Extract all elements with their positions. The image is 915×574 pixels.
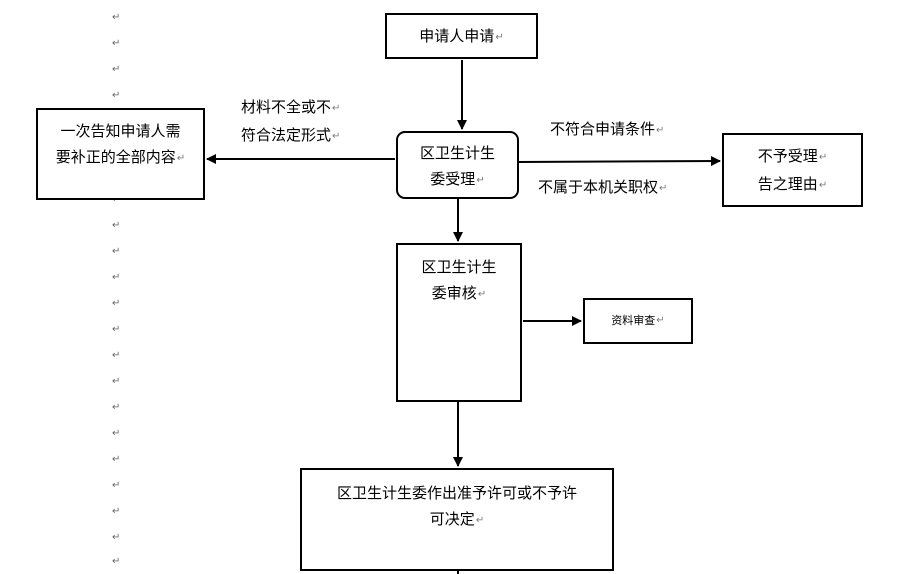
label-not-qualified: 不符合申请条件↵ bbox=[550, 116, 664, 144]
label-incomplete-line2: 符合法定形式 bbox=[241, 126, 332, 144]
node-docs: 资料审查↵ bbox=[583, 298, 693, 344]
node-review-line1: 区卫生计生 bbox=[421, 258, 497, 276]
node-accept-line1: 区卫生计生 bbox=[419, 144, 495, 162]
return-mark: ↵ bbox=[112, 12, 121, 23]
node-apply-text: 申请人申请 bbox=[419, 27, 495, 45]
return-mark: ↵ bbox=[112, 272, 121, 283]
return-mark: ↵ bbox=[112, 38, 121, 49]
node-review: 区卫生计生 委审核↵ bbox=[396, 243, 522, 402]
return-mark: ↵ bbox=[477, 289, 487, 300]
label-not-jurisdiction: 不属于本机关职权↵ bbox=[538, 174, 667, 202]
return-mark: ↵ bbox=[176, 153, 186, 164]
return-mark: ↵ bbox=[112, 350, 121, 361]
return-mark: ↵ bbox=[818, 152, 828, 163]
label-not-qualified-text: 不符合申请条件 bbox=[550, 120, 656, 138]
node-notify-line1: 一次告知申请人需 bbox=[60, 122, 181, 140]
return-mark: ↵ bbox=[112, 454, 121, 465]
return-mark: ↵ bbox=[112, 246, 121, 257]
node-decision: 区卫生计生委作出准予许可或不予许 可决定↵ bbox=[300, 468, 614, 571]
return-mark: ↵ bbox=[818, 180, 828, 191]
node-apply: 申请人申请↵ bbox=[385, 13, 538, 59]
label-not-jurisdiction-text: 不属于本机关职权 bbox=[538, 178, 659, 196]
node-reject-line1: 不予受理 bbox=[757, 147, 818, 165]
return-mark: ↵ bbox=[112, 220, 121, 231]
return-mark: ↵ bbox=[659, 183, 668, 194]
return-mark: ↵ bbox=[112, 480, 121, 491]
return-mark: ↵ bbox=[112, 376, 121, 387]
return-mark: ↵ bbox=[476, 175, 485, 186]
node-reject-line2: 告之理由 bbox=[757, 175, 818, 193]
return-mark: ↵ bbox=[332, 103, 341, 114]
node-docs-text: 资料审查 bbox=[611, 314, 656, 327]
node-accept: 区卫生计生 委受理↵ bbox=[396, 131, 519, 199]
return-mark: ↵ bbox=[112, 428, 121, 439]
arrow-accept-to-reject bbox=[517, 156, 721, 167]
return-mark: ↵ bbox=[495, 32, 504, 43]
return-mark: ↵ bbox=[112, 298, 121, 309]
label-incomplete: 材料不全或不↵ 符合法定形式↵ bbox=[241, 94, 340, 150]
return-mark: ↵ bbox=[112, 90, 121, 101]
return-mark: ↵ bbox=[112, 402, 121, 413]
node-notify: 一次告知申请人需 要补正的全部内容↵ bbox=[36, 108, 205, 200]
return-mark: ↵ bbox=[656, 125, 665, 136]
node-decision-line2: 可决定 bbox=[429, 510, 475, 528]
node-review-line2: 委审核 bbox=[431, 284, 477, 302]
return-mark: ↵ bbox=[332, 131, 341, 142]
node-notify-line2: 要补正的全部内容 bbox=[55, 148, 176, 166]
return-mark: ↵ bbox=[112, 532, 121, 543]
node-accept-line2: 委受理 bbox=[430, 170, 476, 188]
node-reject: 不予受理↵ 告之理由↵ bbox=[722, 133, 863, 207]
return-mark: ↵ bbox=[112, 506, 121, 517]
return-mark: ↵ bbox=[475, 515, 485, 526]
return-mark: ↵ bbox=[112, 64, 121, 75]
node-decision-line1: 区卫生计生委作出准予许可或不予许 bbox=[336, 484, 577, 502]
label-incomplete-line1: 材料不全或不 bbox=[241, 98, 332, 116]
return-mark: ↵ bbox=[656, 315, 665, 326]
return-mark: ↵ bbox=[112, 324, 121, 335]
return-mark: ↵ bbox=[112, 556, 121, 567]
